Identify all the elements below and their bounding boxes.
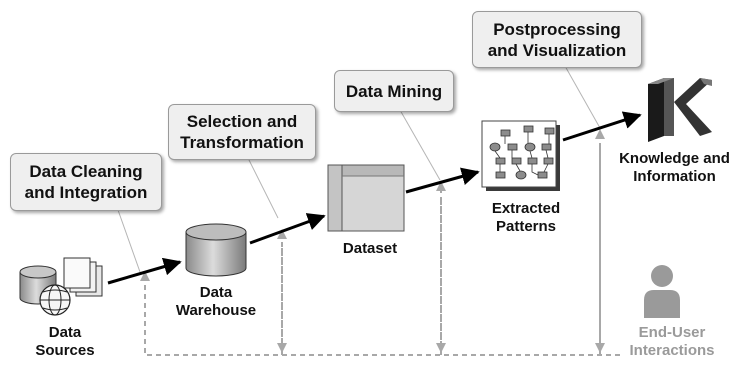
step-post-line2: and Visualization — [487, 40, 627, 60]
data-sources-icon — [19, 257, 103, 316]
dataset-icon — [327, 164, 405, 232]
step-cleaning-line2: and Integration — [24, 183, 148, 202]
sources-line1: Data — [48, 324, 82, 341]
step-selection-transformation: Selection and Transformation — [168, 104, 316, 160]
user-line1: End-User — [638, 324, 706, 341]
label-dataset: Dataset — [330, 240, 410, 258]
warehouse-line2: Warehouse — [175, 302, 257, 319]
step-cleaning-line1: Data Cleaning — [29, 162, 143, 181]
arrow-patterns-knowledge — [562, 111, 642, 142]
dataset-line1: Dataset — [342, 240, 398, 257]
patterns-line1: Extracted — [491, 200, 561, 217]
patterns-line2: Patterns — [495, 218, 557, 235]
label-data-sources: Data Sources — [30, 324, 100, 360]
callout-lines — [117, 65, 601, 273]
knowledge-k-icon — [648, 78, 712, 142]
step-post-line1: Postprocessing — [493, 19, 621, 39]
label-knowledge: Knowledge and Information — [612, 150, 737, 186]
user-line2: Interactions — [629, 342, 715, 359]
callout-mining — [399, 109, 441, 181]
extracted-patterns-icon — [481, 120, 560, 191]
flow-arrows — [107, 111, 642, 285]
step-postprocessing: Postprocessing and Visualization — [472, 11, 642, 68]
step-data-mining: Data Mining — [334, 70, 454, 112]
label-end-user: End-User Interactions — [616, 324, 728, 360]
sources-line2: Sources — [35, 342, 95, 359]
feedback-loop — [140, 129, 620, 356]
data-warehouse-icon — [185, 223, 247, 277]
arrow-warehouse-dataset — [249, 213, 326, 245]
callout-selection — [247, 157, 279, 219]
arrow-sources-warehouse — [107, 257, 182, 285]
knowledge-line2: Information — [633, 168, 716, 185]
callout-cleaning — [117, 209, 141, 273]
warehouse-line1: Data — [199, 284, 233, 301]
arrow-dataset-patterns — [405, 167, 480, 194]
end-user-icon — [644, 265, 680, 318]
step-selection-line2: Transformation — [180, 133, 304, 152]
label-extracted-patterns: Extracted Patterns — [478, 200, 574, 236]
callout-postprocessing — [564, 65, 601, 129]
step-selection-line1: Selection and — [186, 112, 298, 131]
knowledge-line1: Knowledge and — [619, 150, 730, 167]
label-data-warehouse: Data Warehouse — [170, 284, 262, 320]
step-data-cleaning: Data Cleaning and Integration — [10, 153, 162, 211]
step-mining-line1: Data Mining — [345, 81, 443, 101]
